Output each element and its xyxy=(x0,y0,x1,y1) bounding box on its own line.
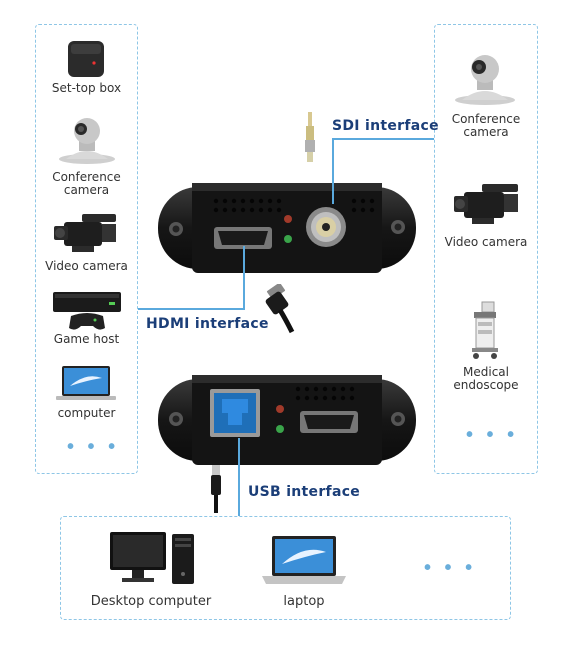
outputs-more-indicator: • • • xyxy=(424,557,477,579)
medical-endoscope-icon xyxy=(468,300,502,360)
right-more-indicator: • • • xyxy=(466,424,519,446)
left-source-label-5: computer xyxy=(57,406,116,420)
video-camera-icon xyxy=(452,180,524,228)
sdi-cable-icon xyxy=(303,112,317,162)
sdi-interface-label: SDI interface xyxy=(332,118,439,134)
right-source-label-2: Video camera xyxy=(444,235,528,249)
left-more-indicator: • • • xyxy=(67,436,120,458)
left-source-label-4: Game host xyxy=(53,332,120,346)
left-source-label-1: Set-top box xyxy=(51,81,122,95)
usb-connector-line xyxy=(238,438,240,516)
capture-device-back xyxy=(158,375,416,465)
capture-device-front xyxy=(158,183,416,273)
laptop-icon xyxy=(262,534,346,586)
video-camera-icon xyxy=(52,210,122,256)
hdmi-cable-icon xyxy=(262,284,296,334)
conference-camera-icon xyxy=(452,50,518,106)
output-devices-panel xyxy=(60,516,511,620)
usb-interface-label: USB interface xyxy=(248,484,361,500)
game-console-icon xyxy=(51,290,123,332)
conference-camera-icon xyxy=(56,113,118,165)
input-sources-left-panel xyxy=(35,24,138,474)
computer-icon xyxy=(56,364,116,402)
set-top-box-icon xyxy=(67,40,105,78)
hdmi-connector-line-horizontal xyxy=(138,308,245,310)
sdi-connector-line-horizontal xyxy=(332,138,434,140)
output-label-desktop: Desktop computer xyxy=(90,594,212,609)
desktop-computer-icon xyxy=(108,530,198,588)
sdi-connector-line-vertical xyxy=(332,138,334,204)
left-source-label-2: Conference camera xyxy=(52,170,121,197)
right-source-label-1: Conference camera xyxy=(451,112,521,139)
left-source-label-3: Video camera xyxy=(45,259,128,273)
input-sources-right-panel xyxy=(434,24,538,474)
usb-cable-icon xyxy=(210,465,222,513)
hdmi-connector-line-vertical xyxy=(243,246,245,310)
output-label-laptop: laptop xyxy=(283,594,325,609)
hdmi-interface-label: HDMI interface xyxy=(146,316,269,332)
right-source-label-3: Medical endoscope xyxy=(453,365,519,392)
